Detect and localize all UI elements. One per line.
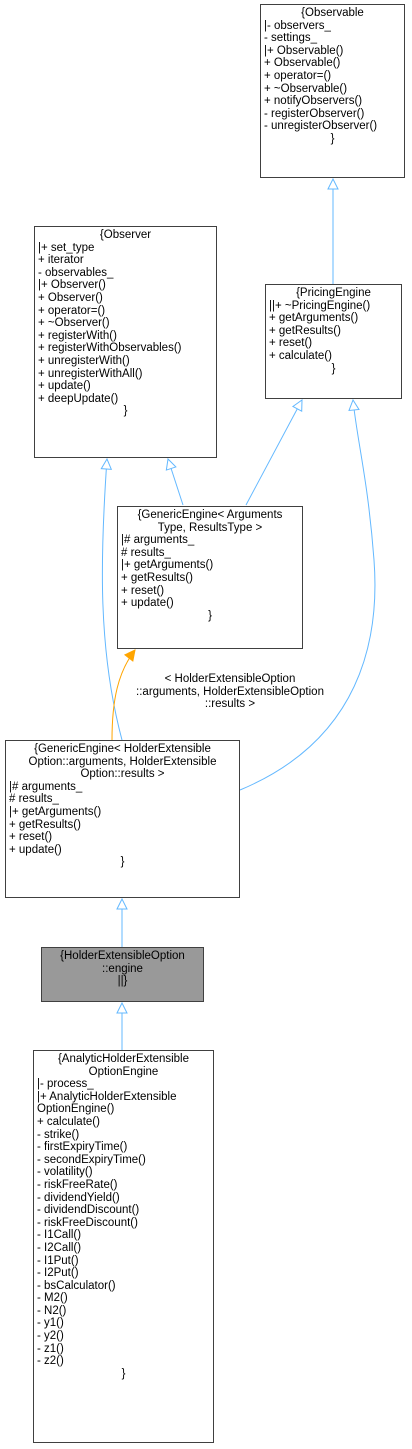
generic-engine-holder-line-10: } [120, 856, 125, 869]
observer-line-15: } [123, 405, 128, 418]
edge-genericholder-pricingengine [239, 400, 376, 791]
generic-engine-template-line-6: + getResults() [121, 571, 193, 584]
holderextensibleoption-engine-class-node[interactable]: {HolderExtensibleOption::engine||} [41, 947, 204, 1002]
analytic-engine-line-24: - z1() [37, 1342, 64, 1355]
analytic-engine-line-5: OptionEngine() [37, 1103, 115, 1116]
observable-line-4: |+ Observable() [264, 44, 344, 57]
analytic-engine-line-8: - firstExpiryTime() [37, 1141, 128, 1154]
generic-engine-template-line-9: } [208, 609, 212, 622]
analytic-engine-line-9: - secondExpiryTime() [37, 1153, 146, 1166]
generic-engine-holder-line-6: |+ getArguments() [9, 805, 102, 818]
observable-line-6: + operator=() [264, 69, 332, 82]
observer-line-11: + unregisterWith() [38, 354, 130, 367]
observable-class-node[interactable]: {Observable|- observers_- settings_|+ Ob… [260, 4, 405, 178]
observable-line-8: + notifyObservers() [264, 95, 363, 108]
generic-engine-template-line-2: Type, ResultsType > [157, 521, 263, 534]
holder-engine-line-2: ::engine [102, 962, 143, 975]
template-argument-label-line-3: ::results > [204, 698, 256, 711]
observable-line-7: + ~Observable() [264, 82, 348, 95]
pricing-engine-line-2: ||+ ~PricingEngine() [269, 299, 371, 312]
pricingengine-class-node[interactable]: {PricingEngine||+ ~PricingEngine()+ getA… [265, 284, 402, 399]
analytic-engine-line-10: - volatility() [37, 1166, 93, 1179]
observable-line-9: - registerObserver() [264, 107, 365, 120]
observer-line-3: + iterator [38, 254, 84, 267]
analytic-engine-line-23: - y2() [37, 1330, 64, 1343]
generic-engine-template-line-3: |# arguments_ [121, 534, 195, 547]
analytic-engine-line-26: } [121, 1367, 126, 1380]
analytic-engine-line-17: - I1Put() [37, 1254, 79, 1267]
analytic-engine-line-25: - z2() [37, 1355, 64, 1368]
analytic-engine-line-6: + calculate() [37, 1115, 100, 1128]
pricing-engine-line-7: } [331, 362, 336, 375]
pricing-engine-line-6: + calculate() [269, 349, 332, 362]
template-argument-label-line-2: ::arguments, HolderExtensibleOption [136, 685, 324, 698]
generic-engine-template-line-7: + reset() [121, 584, 165, 597]
edge-genericengine-pricingengine [245, 400, 302, 506]
analytic-engine-line-4: |+ AnalyticHolderExtensible [37, 1090, 177, 1103]
observer-class-node[interactable]: {Observer |+ set_type+ iterator- observab… [34, 226, 217, 458]
observer-line-10: + registerWithObservables() [38, 342, 182, 355]
generic-engine-holder-line-7: + getResults() [9, 818, 81, 831]
observer-line-13: + update() [38, 380, 91, 393]
generic-engine-holder-line-8: + reset() [9, 831, 53, 844]
analytic-engine-line-7: - strike() [37, 1128, 80, 1141]
analytic-engine-line-3: |- process_ [37, 1078, 94, 1091]
analytic-engine-line-22: - y1() [37, 1317, 64, 1330]
analytic-engine-line-13: - dividendDiscount() [37, 1204, 140, 1217]
generic-engine-template-line-8: + update() [121, 597, 174, 610]
observer-line-8: + ~Observer() [38, 317, 110, 330]
observable-line-1: {Observable [301, 7, 364, 19]
observer-line-9: + registerWith() [38, 329, 117, 342]
template-argument-label-line-1: < HolderExtensibleOption [164, 673, 296, 685]
observable-line-2: |- observers_ [264, 19, 331, 32]
analytic-engine-line-18: - I2Put() [37, 1267, 79, 1280]
observer-line-4: - observables_ [38, 266, 114, 279]
analytic-engine-line-15: - I1Call() [37, 1229, 82, 1242]
generic-engine-template-line-5: |+ getArguments() [121, 559, 214, 572]
edge-genericengine-observer [168, 459, 184, 506]
analytic-engine-line-1: {AnalyticHolderExtensible [57, 1053, 190, 1065]
analytic-engine-line-11: - riskFreeRate() [37, 1178, 118, 1191]
analytic-engine-line-14: - riskFreeDiscount() [37, 1216, 138, 1229]
observer-line-5: |+ Observer() [38, 279, 106, 292]
analytic-engine-line-2: OptionEngine [88, 1065, 159, 1078]
analytic-engine-line-21: - N2() [37, 1304, 67, 1317]
analytic-engine-line-19: - bsCalculator() [37, 1279, 116, 1292]
holder-engine-line-1: {HolderExtensibleOption [60, 950, 185, 962]
template-argument-label: < HolderExtensibleOption::arguments, Hol… [122, 673, 338, 711]
observer-line-14: + deepUpdate() [38, 392, 119, 405]
pricing-engine-line-4: + getResults() [269, 324, 341, 337]
generic-engine-template-line-1: {GenericEngine< Arguments [137, 509, 283, 521]
observer-line-2: |+ set_type [38, 241, 95, 254]
generic-engine-holder-line-4: |# arguments_ [9, 780, 83, 793]
pricing-engine-line-3: + getArguments() [269, 312, 359, 325]
holder-engine-line-3: ||} [117, 975, 128, 988]
observable-line-3: - settings_ [264, 32, 318, 45]
observable-line-5: + Observable() [264, 57, 341, 70]
generic-engine-holder-line-2: Option::arguments, HolderExtensible [28, 755, 217, 768]
generic-engine-holder-line-5: # results_ [9, 793, 59, 806]
analytic-engine-line-20: - M2() [37, 1292, 68, 1305]
generic-engine-holder-line-3: Option::results > [80, 768, 165, 781]
generic-engine-template-line-4: # results_ [121, 546, 171, 559]
observer-line-6: + Observer() [38, 291, 103, 304]
generic-engine-holder-line-1: {GenericEngine< HolderExtensible [34, 743, 211, 755]
observable-line-11: } [330, 132, 335, 145]
observable-line-10: - unregisterObserver() [264, 120, 378, 133]
observer-line-7: + operator=() [38, 304, 106, 317]
analytic-engine-line-12: - dividendYield() [37, 1191, 120, 1204]
generic-engine-holder-line-9: + update() [9, 843, 62, 856]
observer-line-1: {Observer [99, 229, 152, 241]
pricing-engine-line-1: {PricingEngine [296, 287, 371, 299]
edge-template-instantiation [111, 650, 135, 741]
analytic-engine-line-16: - I2Call() [37, 1241, 82, 1254]
observer-line-12: + unregisterWithAll() [38, 367, 143, 380]
pricing-engine-line-5: + reset() [269, 337, 313, 350]
